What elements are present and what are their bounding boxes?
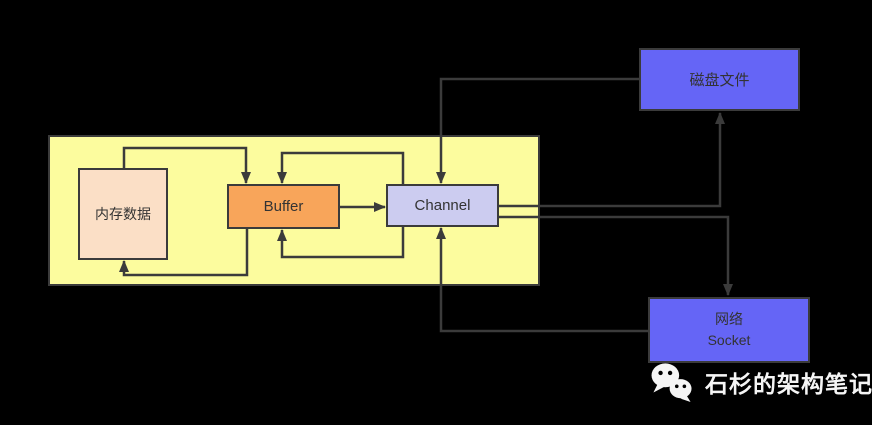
edge-channel-to-socket (499, 215, 733, 296)
buffer-label: Buffer (263, 198, 304, 215)
edge-channel-to-disk (499, 112, 725, 208)
memory-data-node: 内存数据 (78, 168, 168, 260)
disk-file-node: 磁盘文件 (639, 48, 800, 111)
edge-channel-to-buffer-top (277, 151, 405, 184)
edge-buffer-to-memory (119, 229, 249, 277)
buffer-node: Buffer (227, 184, 340, 229)
memory-data-label: 内存数据 (95, 206, 151, 222)
channel-node: Channel (386, 184, 499, 227)
edge-socket-to-channel (436, 227, 648, 333)
watermark-text: 石杉的架构笔记 (705, 371, 872, 397)
channel-label: Channel (414, 197, 471, 214)
network-socket-label-line2: Socket (707, 332, 751, 348)
edge-memory-to-buffer (122, 146, 251, 184)
wechat-icon (651, 363, 692, 402)
network-socket-label-line1: 网络 (715, 311, 743, 327)
disk-file-label: 磁盘文件 (689, 72, 750, 89)
edge-channel-to-buffer-bottom (277, 227, 405, 259)
watermark: 石杉的架构笔记 (648, 361, 872, 403)
network-socket-node: 网络 Socket (648, 297, 810, 363)
edge-disk-to-channel (436, 77, 639, 184)
